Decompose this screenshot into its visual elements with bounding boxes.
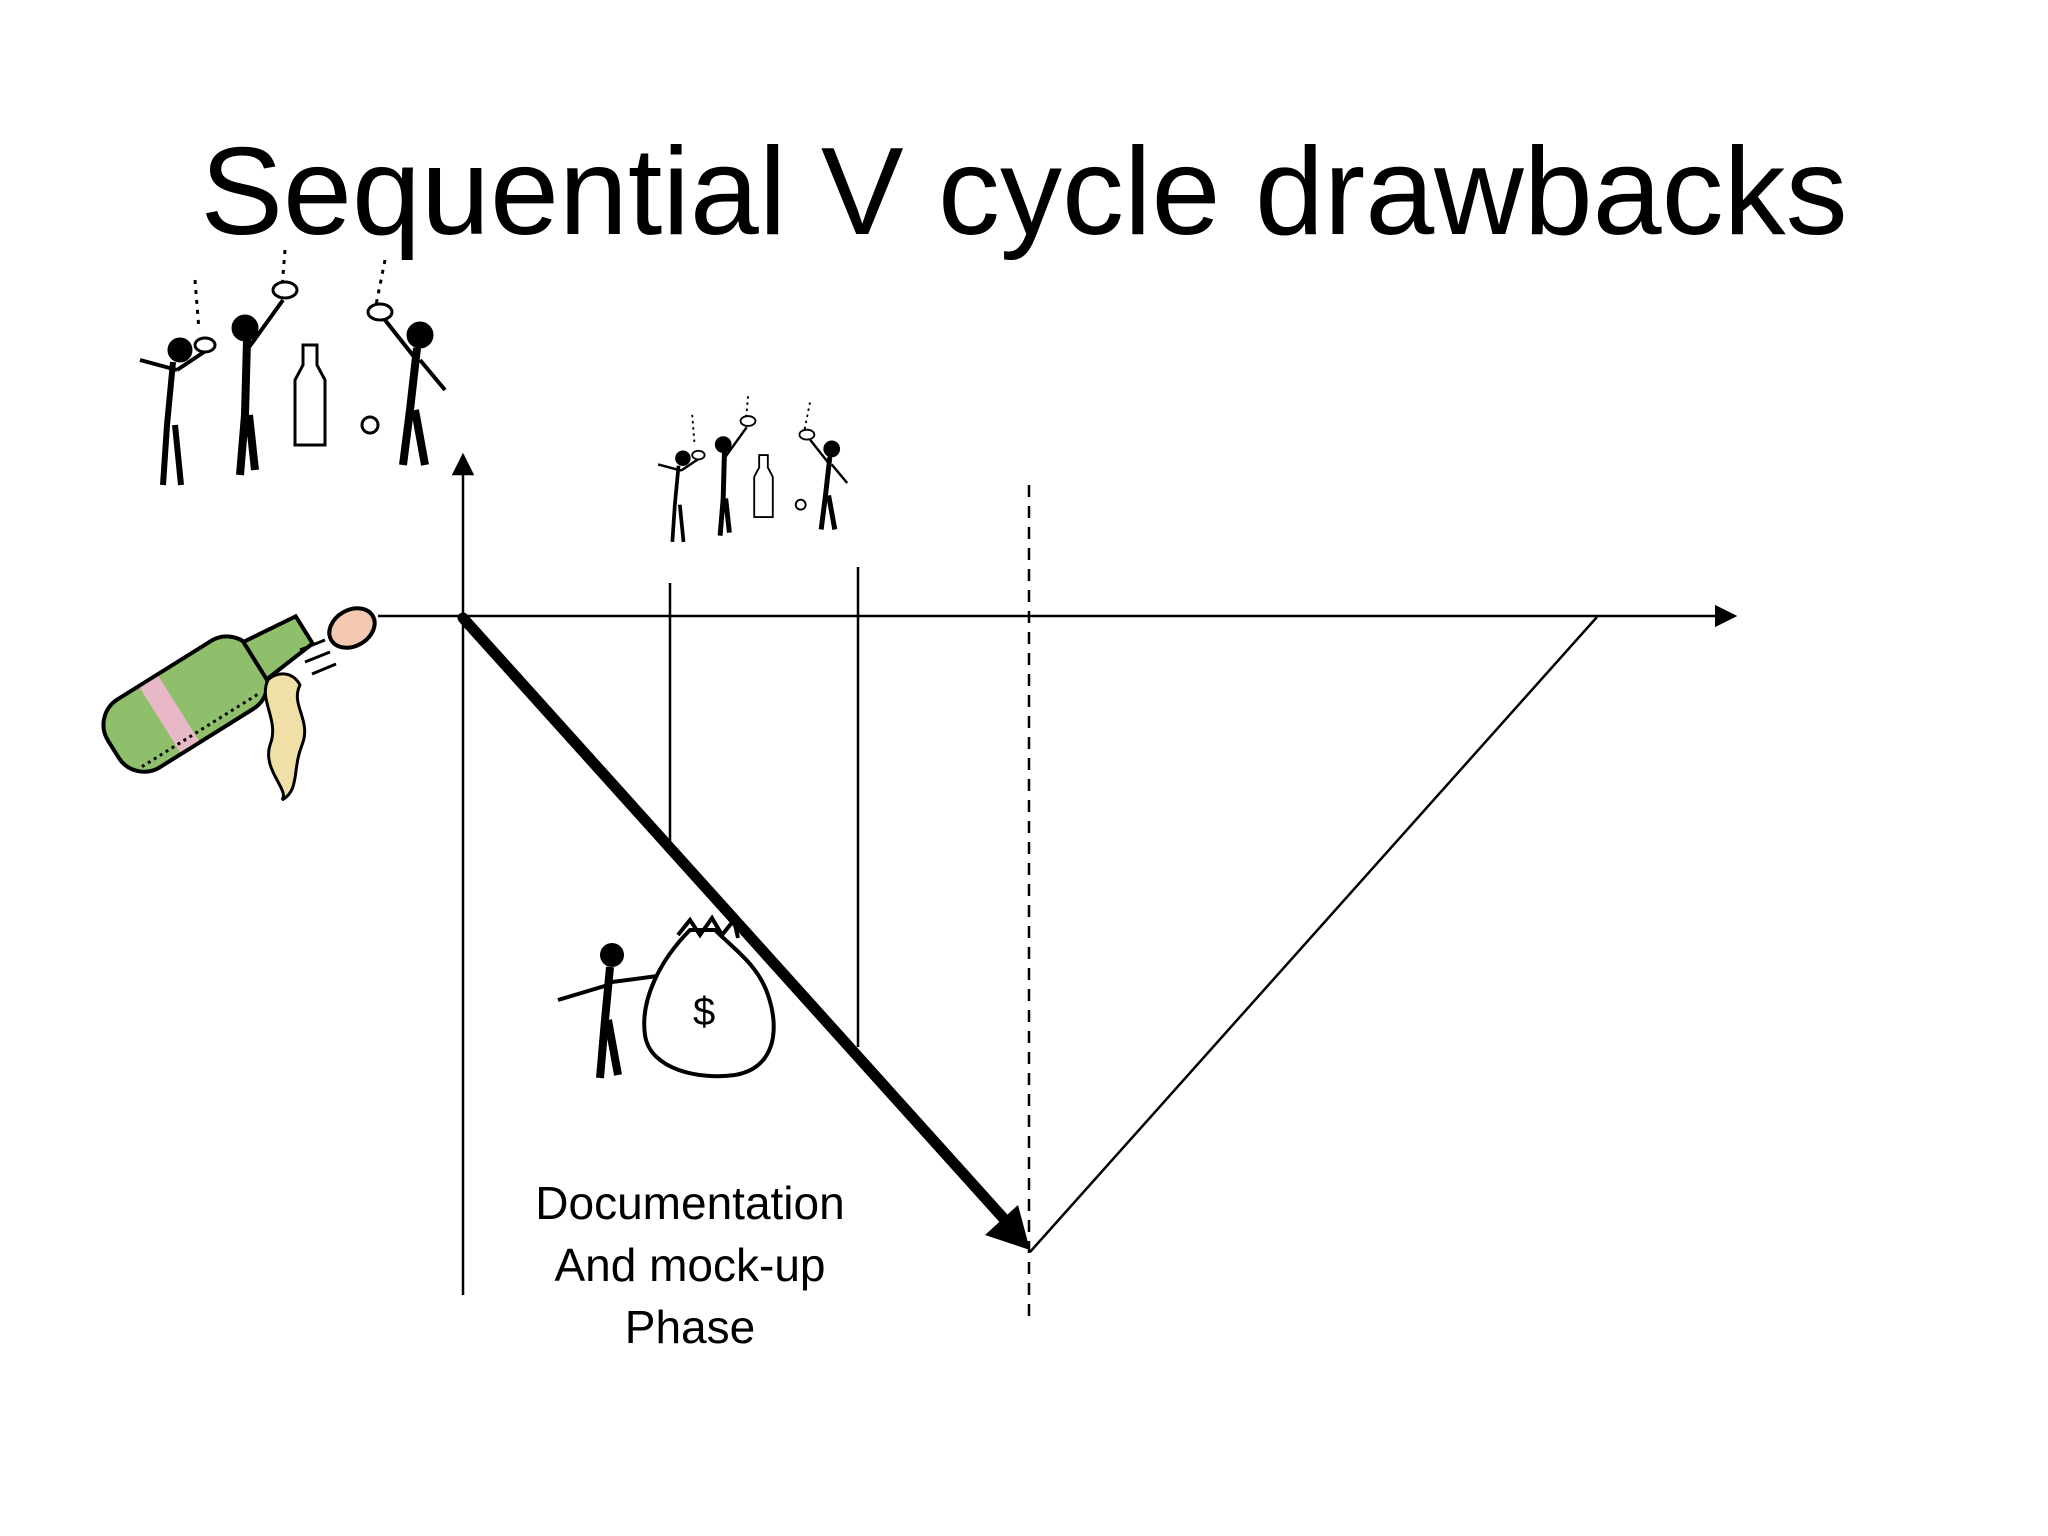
party-people-icon-small bbox=[657, 396, 849, 543]
phase-label: Documentation And mock-up Phase bbox=[490, 1172, 890, 1358]
slide-title: Sequential V cycle drawbacks bbox=[200, 123, 1848, 261]
svg-text:$: $ bbox=[693, 990, 715, 1034]
party-people-icon bbox=[139, 249, 447, 486]
phase-label-line-1: Documentation bbox=[535, 1177, 845, 1229]
phase-label-line-3: Phase bbox=[624, 1301, 756, 1353]
money-bag-icon: $ bbox=[557, 914, 776, 1079]
descent-arrow-head bbox=[985, 1205, 1030, 1250]
v-right-arm bbox=[1029, 616, 1598, 1253]
phase-label-line-2: And mock-up bbox=[554, 1239, 826, 1291]
champagne-bottle-icon bbox=[101, 606, 377, 802]
